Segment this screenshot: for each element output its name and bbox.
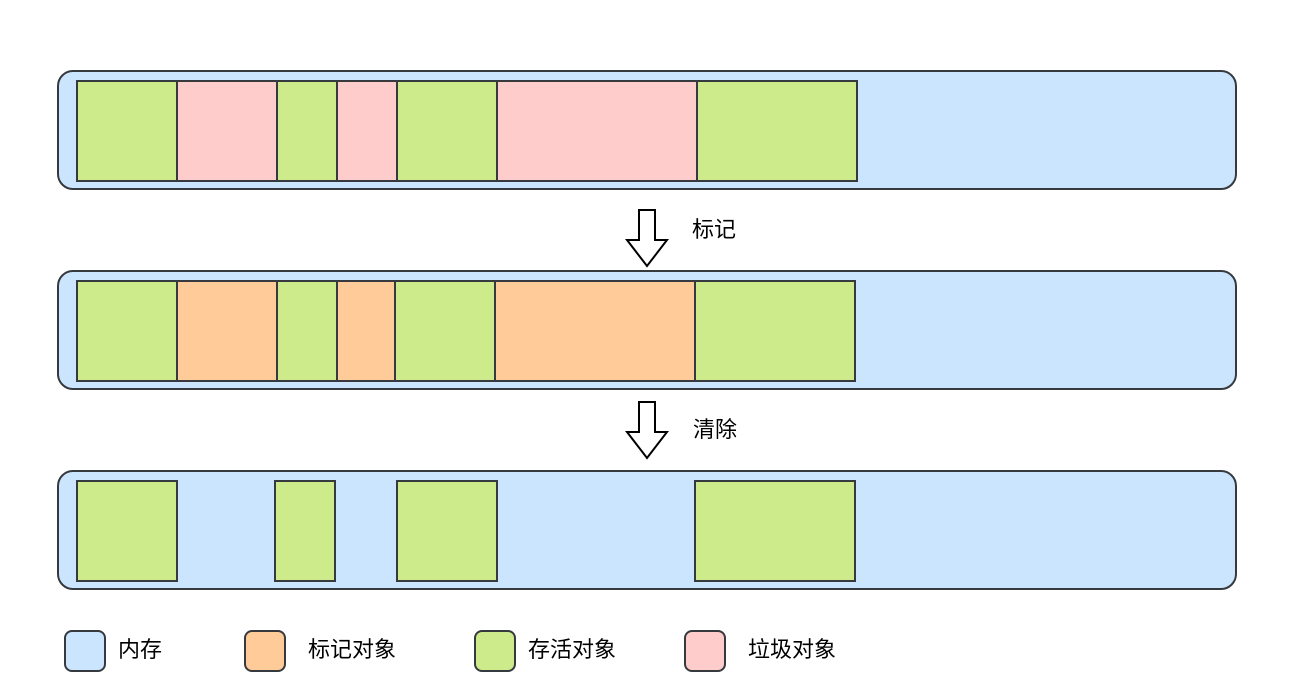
- mark-step-label: 标记: [692, 218, 737, 243]
- legend-swatch-memory: [64, 630, 106, 672]
- garbage-object-block: [496, 80, 698, 182]
- legend-swatch-garbage: [684, 630, 726, 672]
- marked-object-block: [176, 280, 278, 382]
- live-object-block: [274, 480, 336, 582]
- live-object-block: [76, 280, 178, 382]
- legend-swatch-marked: [244, 630, 286, 672]
- legend-label-garbage: 垃圾对象: [748, 638, 837, 663]
- garbage-object-block: [336, 80, 398, 182]
- live-object-block: [694, 480, 856, 582]
- garbage-object-block: [176, 80, 278, 182]
- marked-object-block: [336, 280, 396, 382]
- live-object-block: [696, 80, 858, 182]
- live-object-block: [396, 480, 498, 582]
- legend-label-memory: 内存: [118, 638, 163, 663]
- live-object-block: [276, 80, 338, 182]
- memory-bar-swept: [57, 470, 1237, 590]
- sweep-step-label: 清除: [693, 418, 738, 443]
- live-object-block: [394, 280, 496, 382]
- legend-label-live: 存活对象: [528, 638, 617, 663]
- live-object-block: [396, 80, 498, 182]
- live-object-block: [76, 480, 178, 582]
- live-object-block: [276, 280, 338, 382]
- live-object-block: [694, 280, 856, 382]
- legend-swatch-live: [474, 630, 516, 672]
- legend-label-marked: 标记对象: [308, 638, 397, 663]
- down-arrow-icon: [625, 401, 669, 460]
- down-arrow-icon: [625, 209, 669, 268]
- live-object-block: [76, 80, 178, 182]
- marked-object-block: [494, 280, 696, 382]
